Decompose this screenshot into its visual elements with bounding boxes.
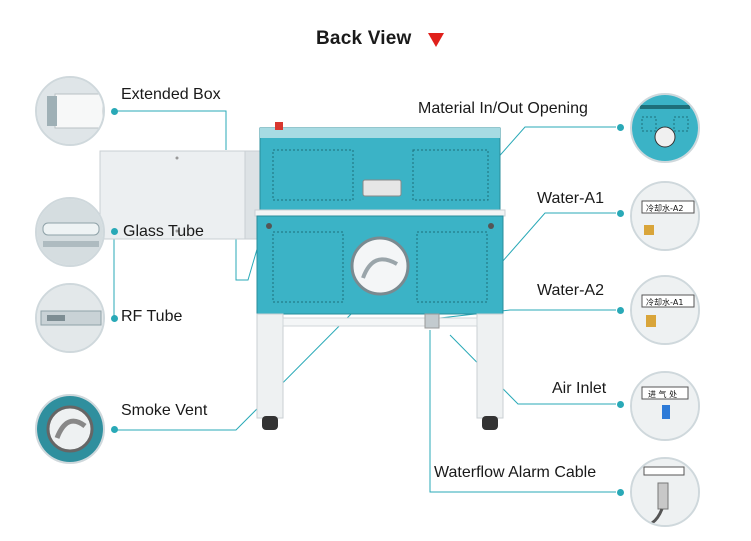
callout-dot <box>111 228 118 235</box>
thumb-waterflow-alarm <box>630 457 700 527</box>
thumb-extended-box <box>35 76 105 146</box>
tag-text: 冷却水-A2 <box>646 203 683 213</box>
callout-dot <box>111 315 118 322</box>
thumb-air-inlet: 进 气 处 <box>630 371 700 441</box>
thumb-water-a1: 冷却水-A2 <box>630 181 700 251</box>
label-rf-tube: RF Tube <box>121 308 183 325</box>
label-glass-tube: Glass Tube <box>123 223 204 240</box>
callout-dot <box>617 489 624 496</box>
label-water-a2: Water-A2 <box>537 282 604 299</box>
thumb-smoke-vent <box>35 394 105 464</box>
callout-dot <box>111 426 118 433</box>
thumb-material-opening <box>630 93 700 163</box>
label-water-a1: Water-A1 <box>537 190 604 207</box>
callout-dot <box>617 210 624 217</box>
callout-dot <box>617 124 624 131</box>
thumb-rf-tube <box>35 283 105 353</box>
tag-text: 进 气 处 <box>648 389 677 399</box>
label-material-opening: Material In/Out Opening <box>418 100 588 117</box>
thumb-water-a2: 冷却水-A1 <box>630 275 700 345</box>
label-waterflow-alarm: Waterflow Alarm Cable <box>434 464 597 481</box>
down-triangle-icon <box>428 33 444 47</box>
laser-machine-back-view <box>99 122 506 430</box>
callout-dot <box>111 108 118 115</box>
label-smoke-vent: Smoke Vent <box>121 402 208 419</box>
callout-dot <box>617 401 624 408</box>
label-extended-box: Extended Box <box>121 86 221 103</box>
thumb-glass-tube <box>35 197 105 267</box>
label-air-inlet: Air Inlet <box>552 380 607 397</box>
tag-text: 冷却水-A1 <box>646 297 683 307</box>
page-title: Back View <box>316 28 412 49</box>
callout-dot <box>617 307 624 314</box>
